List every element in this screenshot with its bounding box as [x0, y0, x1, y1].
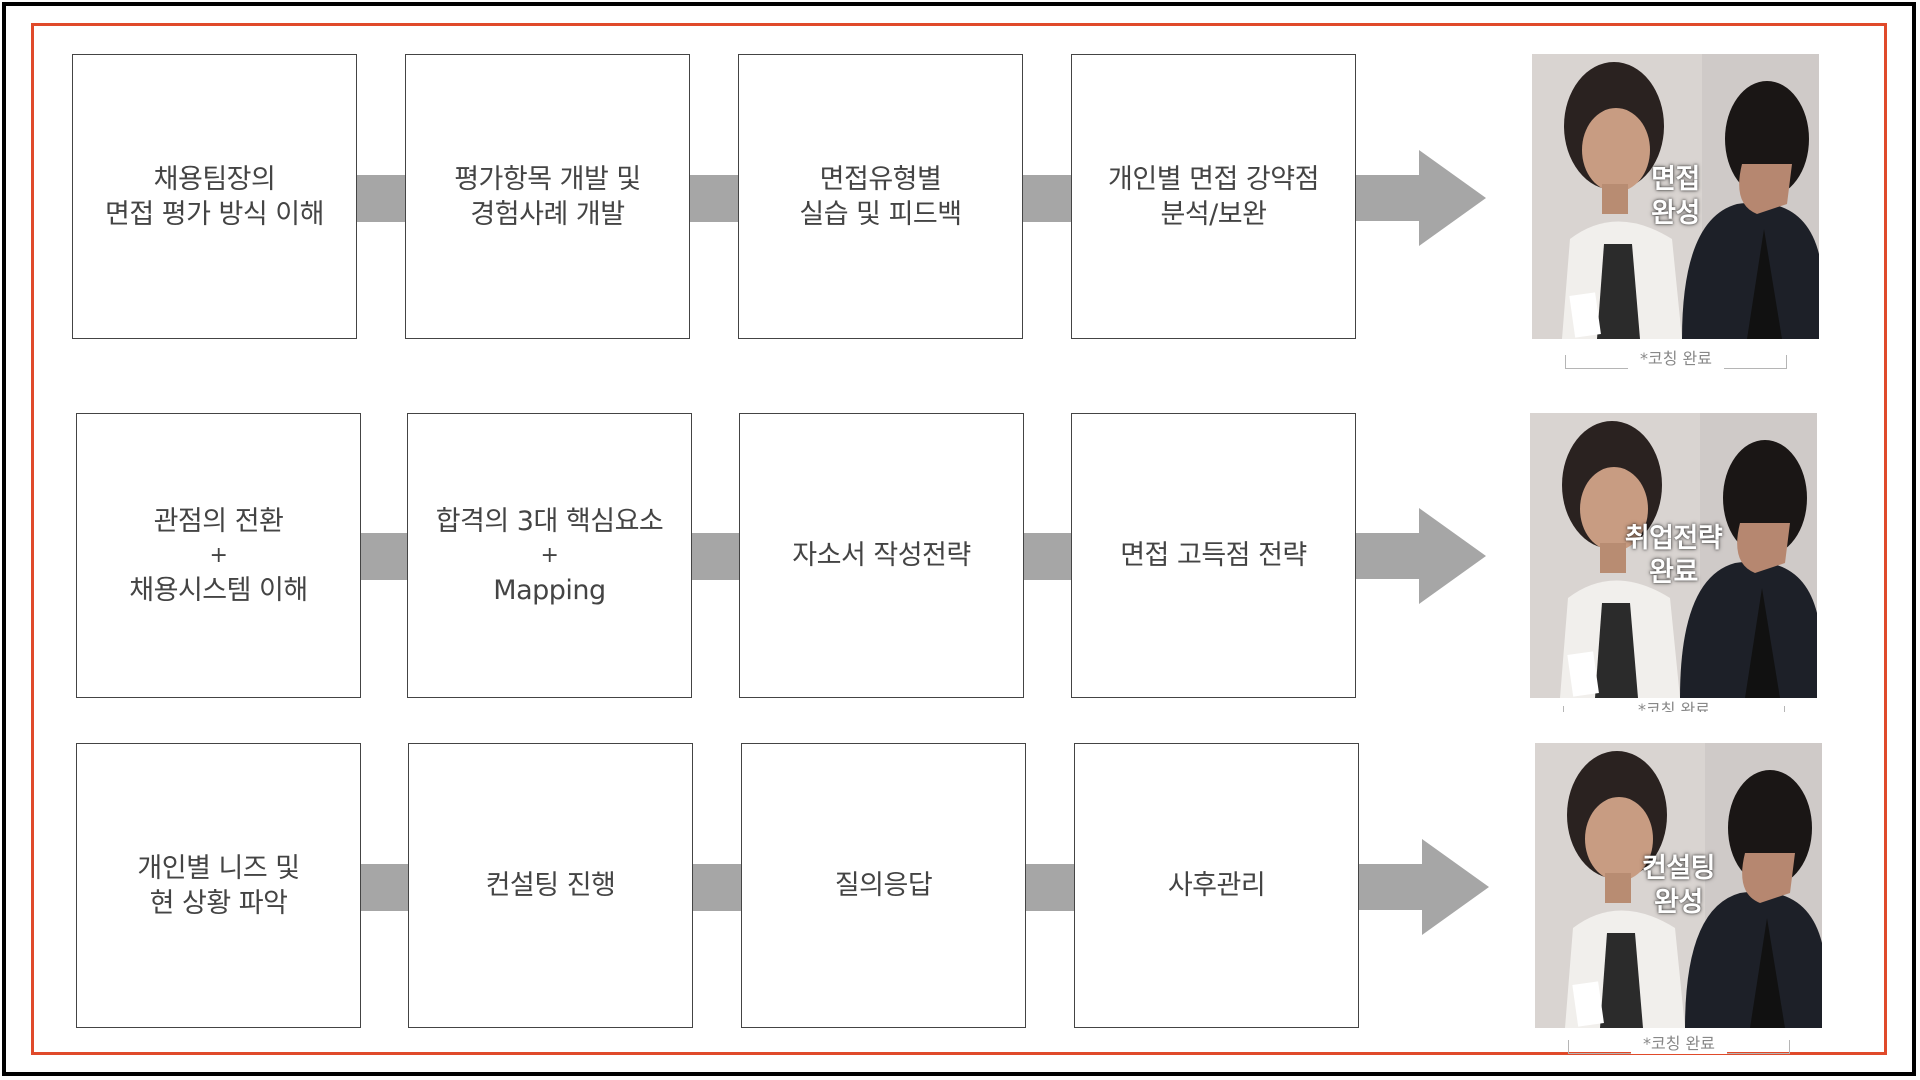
step-text: 자소서 작성전략	[792, 540, 971, 571]
connector-bar	[693, 864, 741, 911]
result-photo: 컨설팅 완성	[1535, 743, 1822, 1028]
big-arrow-icon	[1356, 508, 1486, 604]
step-text: 합격의 3대 핵심요소 + Mapping	[435, 505, 664, 606]
step-text: 관점의 전환 + 채용시스템 이해	[129, 505, 308, 606]
result-photo: 취업전략 완료	[1530, 413, 1817, 698]
connector-bar	[690, 175, 738, 222]
step-box-1-3: 면접유형별 실습 및 피드백	[738, 54, 1023, 339]
step-text: 개인별 면접 강약점 분석/보완	[1108, 163, 1319, 230]
connector-bar	[361, 864, 409, 911]
caption-bracket: *코칭 완료	[1565, 349, 1787, 369]
interview-photo-icon	[1532, 54, 1819, 339]
step-text: 채용팀장의 면접 평가 방식 이해	[105, 163, 324, 230]
result-label: 면접 완성	[1651, 163, 1700, 229]
caption-bracket: *코칭 완료	[1568, 1034, 1790, 1054]
connector-bar	[357, 175, 405, 222]
result-photo: 면접 완성	[1532, 54, 1819, 339]
step-text: 면접유형별 실습 및 피드백	[799, 163, 962, 230]
step-box-3-1: 개인별 니즈 및 현 상황 파악	[76, 743, 361, 1028]
step-text: 평가항목 개발 및 경험사례 개발	[454, 163, 641, 230]
connector-bar	[1026, 864, 1074, 911]
step-text: 면접 고득점 전략	[1120, 540, 1307, 571]
step-box-2-4: 면접 고득점 전략	[1071, 413, 1356, 698]
step-text: 컨설팅 진행	[485, 870, 616, 901]
caption-text: *코칭 완료	[1631, 1034, 1727, 1054]
step-text: 질의응답	[834, 870, 933, 901]
step-box-2-3: 자소서 작성전략	[739, 413, 1024, 698]
caption-text: *코칭 완료	[1628, 349, 1724, 369]
result-label: 컨설팅 완성	[1641, 852, 1716, 918]
step-box-3-4: 사후관리	[1074, 743, 1359, 1028]
step-text: 개인별 니즈 및 현 상황 파악	[137, 852, 300, 919]
step-box-1-1: 채용팀장의 면접 평가 방식 이해	[72, 54, 357, 339]
result-label: 취업전략 완료	[1624, 522, 1723, 588]
big-arrow-icon	[1359, 839, 1489, 935]
big-arrow-icon	[1356, 150, 1486, 246]
step-box-3-2: 컨설팅 진행	[408, 743, 693, 1028]
interview-photo-icon	[1535, 743, 1822, 1028]
inner-frame	[31, 23, 1887, 1055]
step-box-1-4: 개인별 면접 강약점 분석/보완	[1071, 54, 1356, 339]
step-box-2-2: 합격의 3대 핵심요소 + Mapping	[407, 413, 692, 698]
step-box-2-1: 관점의 전환 + 채용시스템 이해	[76, 413, 361, 698]
interview-photo-icon	[1530, 413, 1817, 698]
step-box-3-3: 질의응답	[741, 743, 1026, 1028]
connector-bar	[692, 533, 740, 580]
step-text: 사후관리	[1167, 870, 1266, 901]
connector-bar	[361, 533, 409, 580]
step-box-1-2: 평가항목 개발 및 경험사례 개발	[405, 54, 690, 339]
caption-overlap-mask	[1540, 712, 1810, 742]
connector-bar	[1024, 533, 1072, 580]
connector-bar	[1023, 175, 1071, 222]
